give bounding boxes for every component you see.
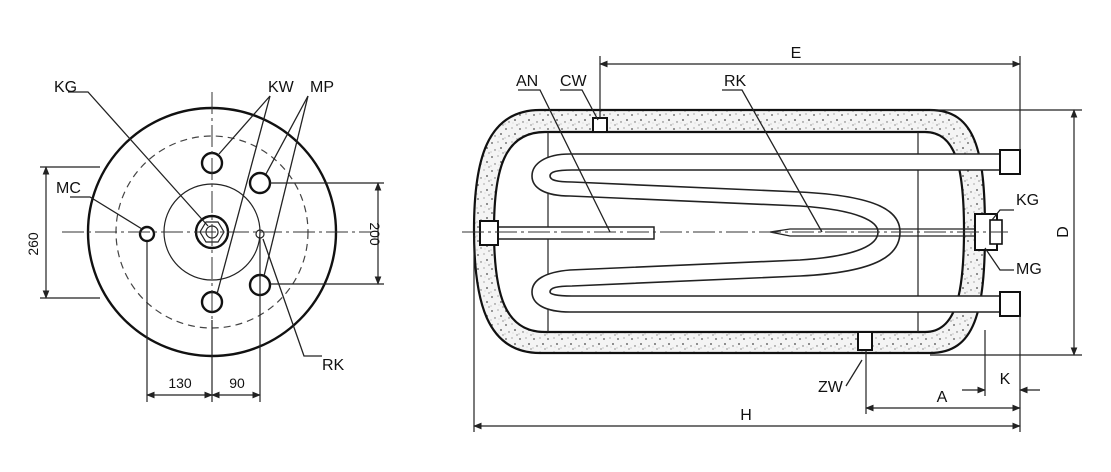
center-fitting-hex bbox=[199, 221, 225, 243]
label-zw: ZW bbox=[818, 379, 844, 396]
label-kg-left: KG bbox=[54, 79, 77, 96]
socket-cw bbox=[592, 117, 608, 133]
port-mc bbox=[138, 225, 156, 243]
dim-200-label: 200 bbox=[367, 222, 383, 246]
label-kg-right: KG bbox=[1016, 192, 1039, 209]
coil-stub-bottom bbox=[999, 291, 1021, 317]
leader-kw-1 bbox=[218, 95, 271, 155]
dim-e-label: E bbox=[791, 45, 802, 62]
label-cw: CW bbox=[560, 73, 588, 90]
dim-h-label: H bbox=[740, 407, 752, 424]
leader-kw-2 bbox=[216, 95, 271, 295]
leader-rk-left bbox=[262, 238, 322, 357]
dim-130-label: 130 bbox=[168, 375, 192, 391]
coil-stub-top bbox=[999, 149, 1021, 175]
socket-zw bbox=[857, 331, 873, 351]
side-section-view: E D H A K AN CW RK KG MG ZW bbox=[462, 45, 1082, 432]
anode-rod bbox=[493, 226, 655, 240]
dim-90-label: 90 bbox=[229, 375, 245, 391]
end-view: 260 200 130 90 KG KW MP MC RK bbox=[25, 79, 384, 402]
dim-260-label: 260 bbox=[25, 232, 41, 256]
label-mc: MC bbox=[56, 180, 81, 197]
leader-zw bbox=[845, 359, 863, 387]
label-rk-left: RK bbox=[322, 357, 345, 374]
leader-kg-right bbox=[991, 209, 1014, 221]
label-kw: KW bbox=[268, 79, 295, 96]
leader-mg bbox=[984, 247, 1014, 271]
dim-d-label: D bbox=[1055, 226, 1072, 238]
leader-an bbox=[518, 89, 611, 233]
anode-cap bbox=[479, 220, 499, 246]
leader-mc bbox=[70, 196, 143, 230]
leader-mp-1 bbox=[265, 95, 309, 175]
leader-kg-left bbox=[68, 91, 209, 227]
label-mg: MG bbox=[1016, 261, 1042, 278]
dim-k-label: K bbox=[1000, 371, 1011, 388]
label-an: AN bbox=[516, 73, 538, 90]
leader-mp-2 bbox=[263, 95, 309, 277]
label-rk-right: RK bbox=[724, 73, 747, 90]
port-mp-top bbox=[248, 171, 272, 195]
label-mp: MP bbox=[310, 79, 334, 96]
dim-a-label: A bbox=[937, 389, 948, 406]
leader-rk-right bbox=[722, 89, 823, 233]
leader-cw bbox=[560, 89, 599, 121]
